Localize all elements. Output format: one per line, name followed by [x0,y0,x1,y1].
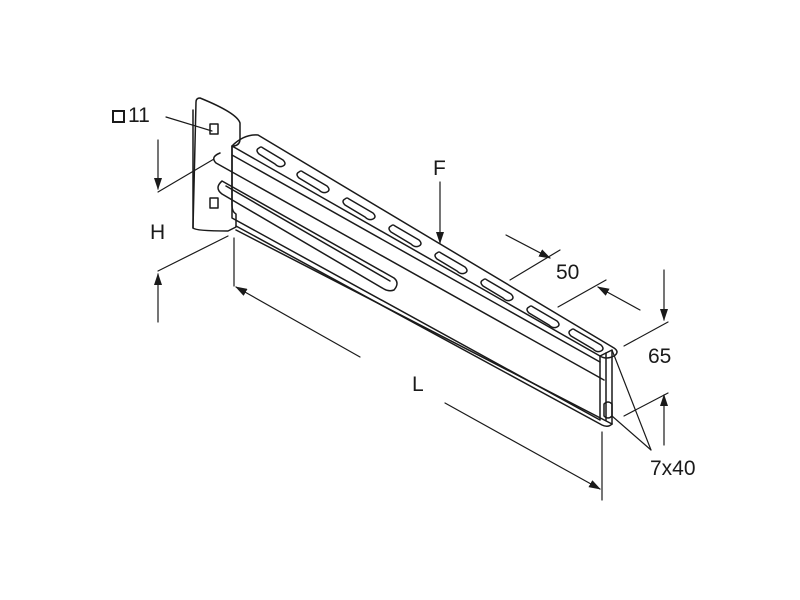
web-fold [213,152,605,381]
square-hole-bottom [209,197,219,209]
web-long-slot [217,180,398,292]
slot-leader-1 [611,349,652,451]
mounting-plate [192,97,241,232]
top-slots [256,146,604,353]
square-hole-leader [165,116,213,132]
square-hole-top [209,123,219,135]
slot-leader-2 [611,415,652,451]
length-label: L [412,373,424,396]
bottom-inner-edge [235,229,613,425]
h-extension-top [157,158,215,193]
bottom-edge-back [235,225,613,428]
flange-height-label: 65 [648,345,672,368]
height-label: H [150,221,166,244]
side-web [231,145,601,421]
slot-pitch-label: 50 [556,261,580,284]
top-edge-front [231,154,601,363]
pitch-arrow-2 [597,286,641,311]
flange-slot [603,401,613,419]
square-hole-value: 11 [128,104,150,127]
length-line-left [235,286,361,358]
pitch-extension-1 [509,249,561,281]
slot-size-label: 7x40 [650,457,696,480]
flange-extension-top [623,321,669,347]
pitch-arrow-1 [505,234,551,259]
force-label: F [433,157,446,180]
square-symbol-icon [112,110,125,123]
length-line-right [444,402,601,490]
square-hole-label: 11 [112,105,150,126]
h-extension-bottom [157,235,229,272]
pitch-extension-2 [557,279,607,308]
